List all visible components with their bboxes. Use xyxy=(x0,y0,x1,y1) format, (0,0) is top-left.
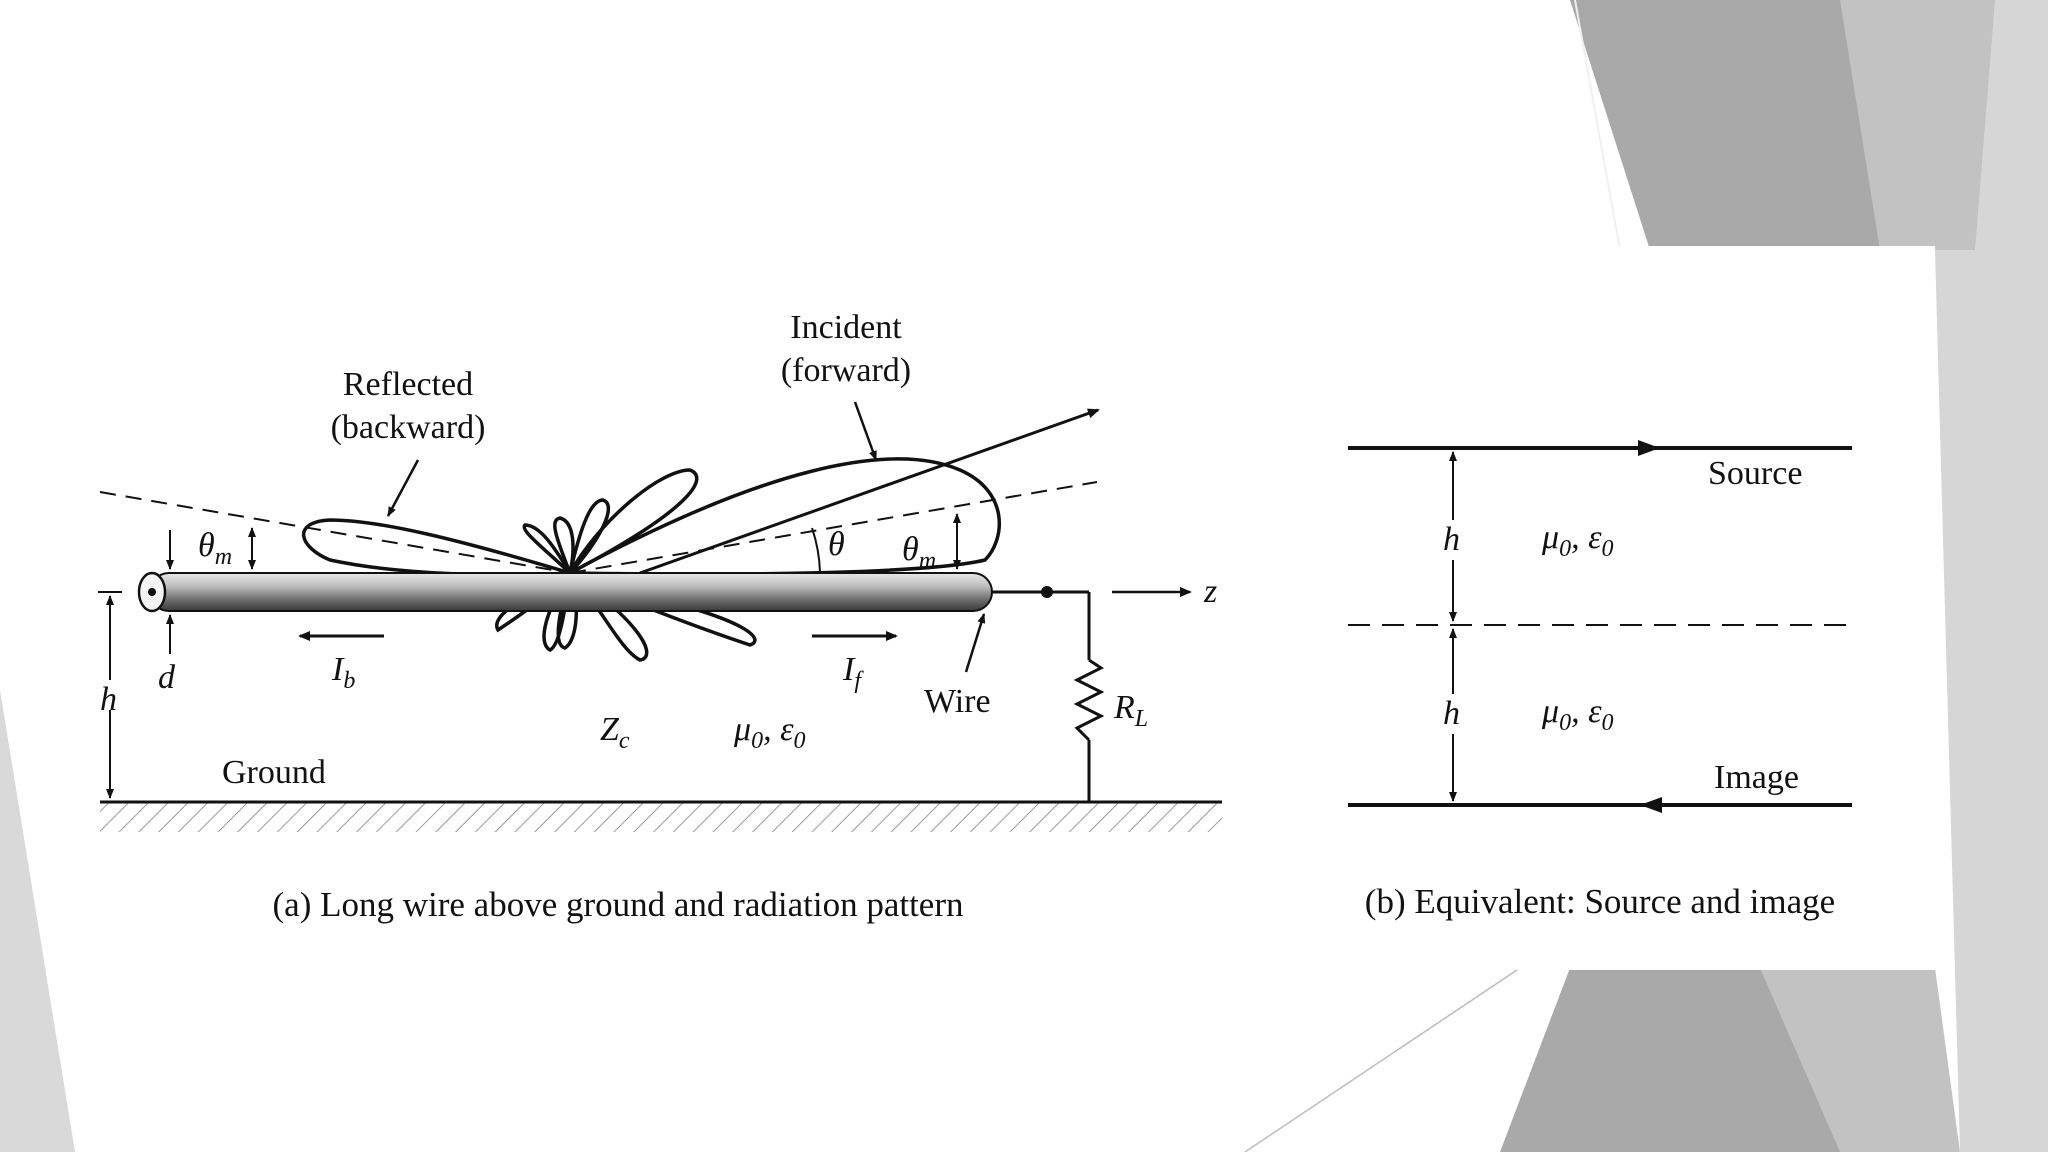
decor-right-edge xyxy=(1975,0,2048,250)
reflected-callout: Reflected (backward) xyxy=(331,366,486,517)
resistor-zigzag xyxy=(1073,658,1105,742)
incident-label-line1: Incident xyxy=(790,309,902,346)
medium-label-upper: μ0, ε0 xyxy=(1541,519,1613,562)
incident-pointer xyxy=(853,401,878,461)
minor-lobe-3 xyxy=(553,516,575,580)
theta-label: θ xyxy=(828,526,845,563)
medium-label-a: μ0, ε0 xyxy=(733,711,805,754)
theta-m-right-label: θm xyxy=(902,531,936,574)
minor-lobe-2 xyxy=(566,498,610,580)
figure-b-panel xyxy=(1300,246,1935,970)
zc-label: Zc xyxy=(600,711,630,754)
decor-right-band xyxy=(1935,250,2048,1152)
figure-b: Source Image h h μ0, ε0 μ0, ε0 (b) Equiv… xyxy=(1348,440,1852,921)
reflected-label-line1: Reflected xyxy=(343,366,473,403)
medium-label-lower: μ0, ε0 xyxy=(1541,693,1613,736)
decor-right-light xyxy=(1840,0,2010,250)
decor-left-shape xyxy=(0,690,75,1152)
incident-callout: Incident (forward) xyxy=(781,309,911,461)
h-lower-label: h xyxy=(1443,695,1460,732)
source-direction-arrowhead xyxy=(1638,440,1660,456)
ib-label: Ib xyxy=(331,651,355,694)
d-label: d xyxy=(158,659,176,696)
image-label: Image xyxy=(1714,759,1799,796)
decor-thin-line xyxy=(1574,0,1621,251)
wire-body xyxy=(149,572,993,612)
minor-lobe-4 xyxy=(522,523,572,575)
h-upper-label: h xyxy=(1443,521,1460,558)
reflected-pointer xyxy=(386,459,420,517)
load-terminal-dot xyxy=(1041,586,1053,598)
rl-label: RL xyxy=(1113,689,1148,732)
backward-main-lobe xyxy=(301,518,571,577)
wire-label: Wire xyxy=(924,683,991,720)
source-label: Source xyxy=(1708,455,1802,492)
decor-bottom-light xyxy=(1760,968,1960,1152)
figure-b-caption: (b) Equivalent: Source and image xyxy=(1365,882,1835,921)
minor-lobe-1 xyxy=(565,468,699,578)
theta-arc xyxy=(811,527,821,574)
if-label: If xyxy=(842,651,864,694)
cone-dashed-right xyxy=(569,481,1098,574)
ground-label: Ground xyxy=(222,754,326,791)
image-direction-arrowhead xyxy=(1640,797,1662,813)
incident-label-line2: (forward) xyxy=(781,352,911,389)
z-axis-label: z xyxy=(1203,573,1217,610)
h-label: h xyxy=(100,681,117,718)
decor-right-dark xyxy=(1570,0,1880,250)
ground-hatch xyxy=(100,802,1222,832)
decor-thin-line-2 xyxy=(1244,967,1521,1152)
cone-dashed-left xyxy=(99,491,571,574)
reflected-label-line2: (backward) xyxy=(331,409,486,446)
figure-a: z Ib If h d θm θ θm Reflected (backward) xyxy=(98,309,1222,924)
theta-m-left-label: θm xyxy=(198,527,232,570)
incident-direction-arrow xyxy=(639,408,1100,575)
wire-center-dot xyxy=(148,588,156,596)
wire-pointer xyxy=(964,613,986,673)
figure-a-caption: (a) Long wire above ground and radiation… xyxy=(273,885,964,924)
wire-callout: Wire xyxy=(924,613,991,720)
